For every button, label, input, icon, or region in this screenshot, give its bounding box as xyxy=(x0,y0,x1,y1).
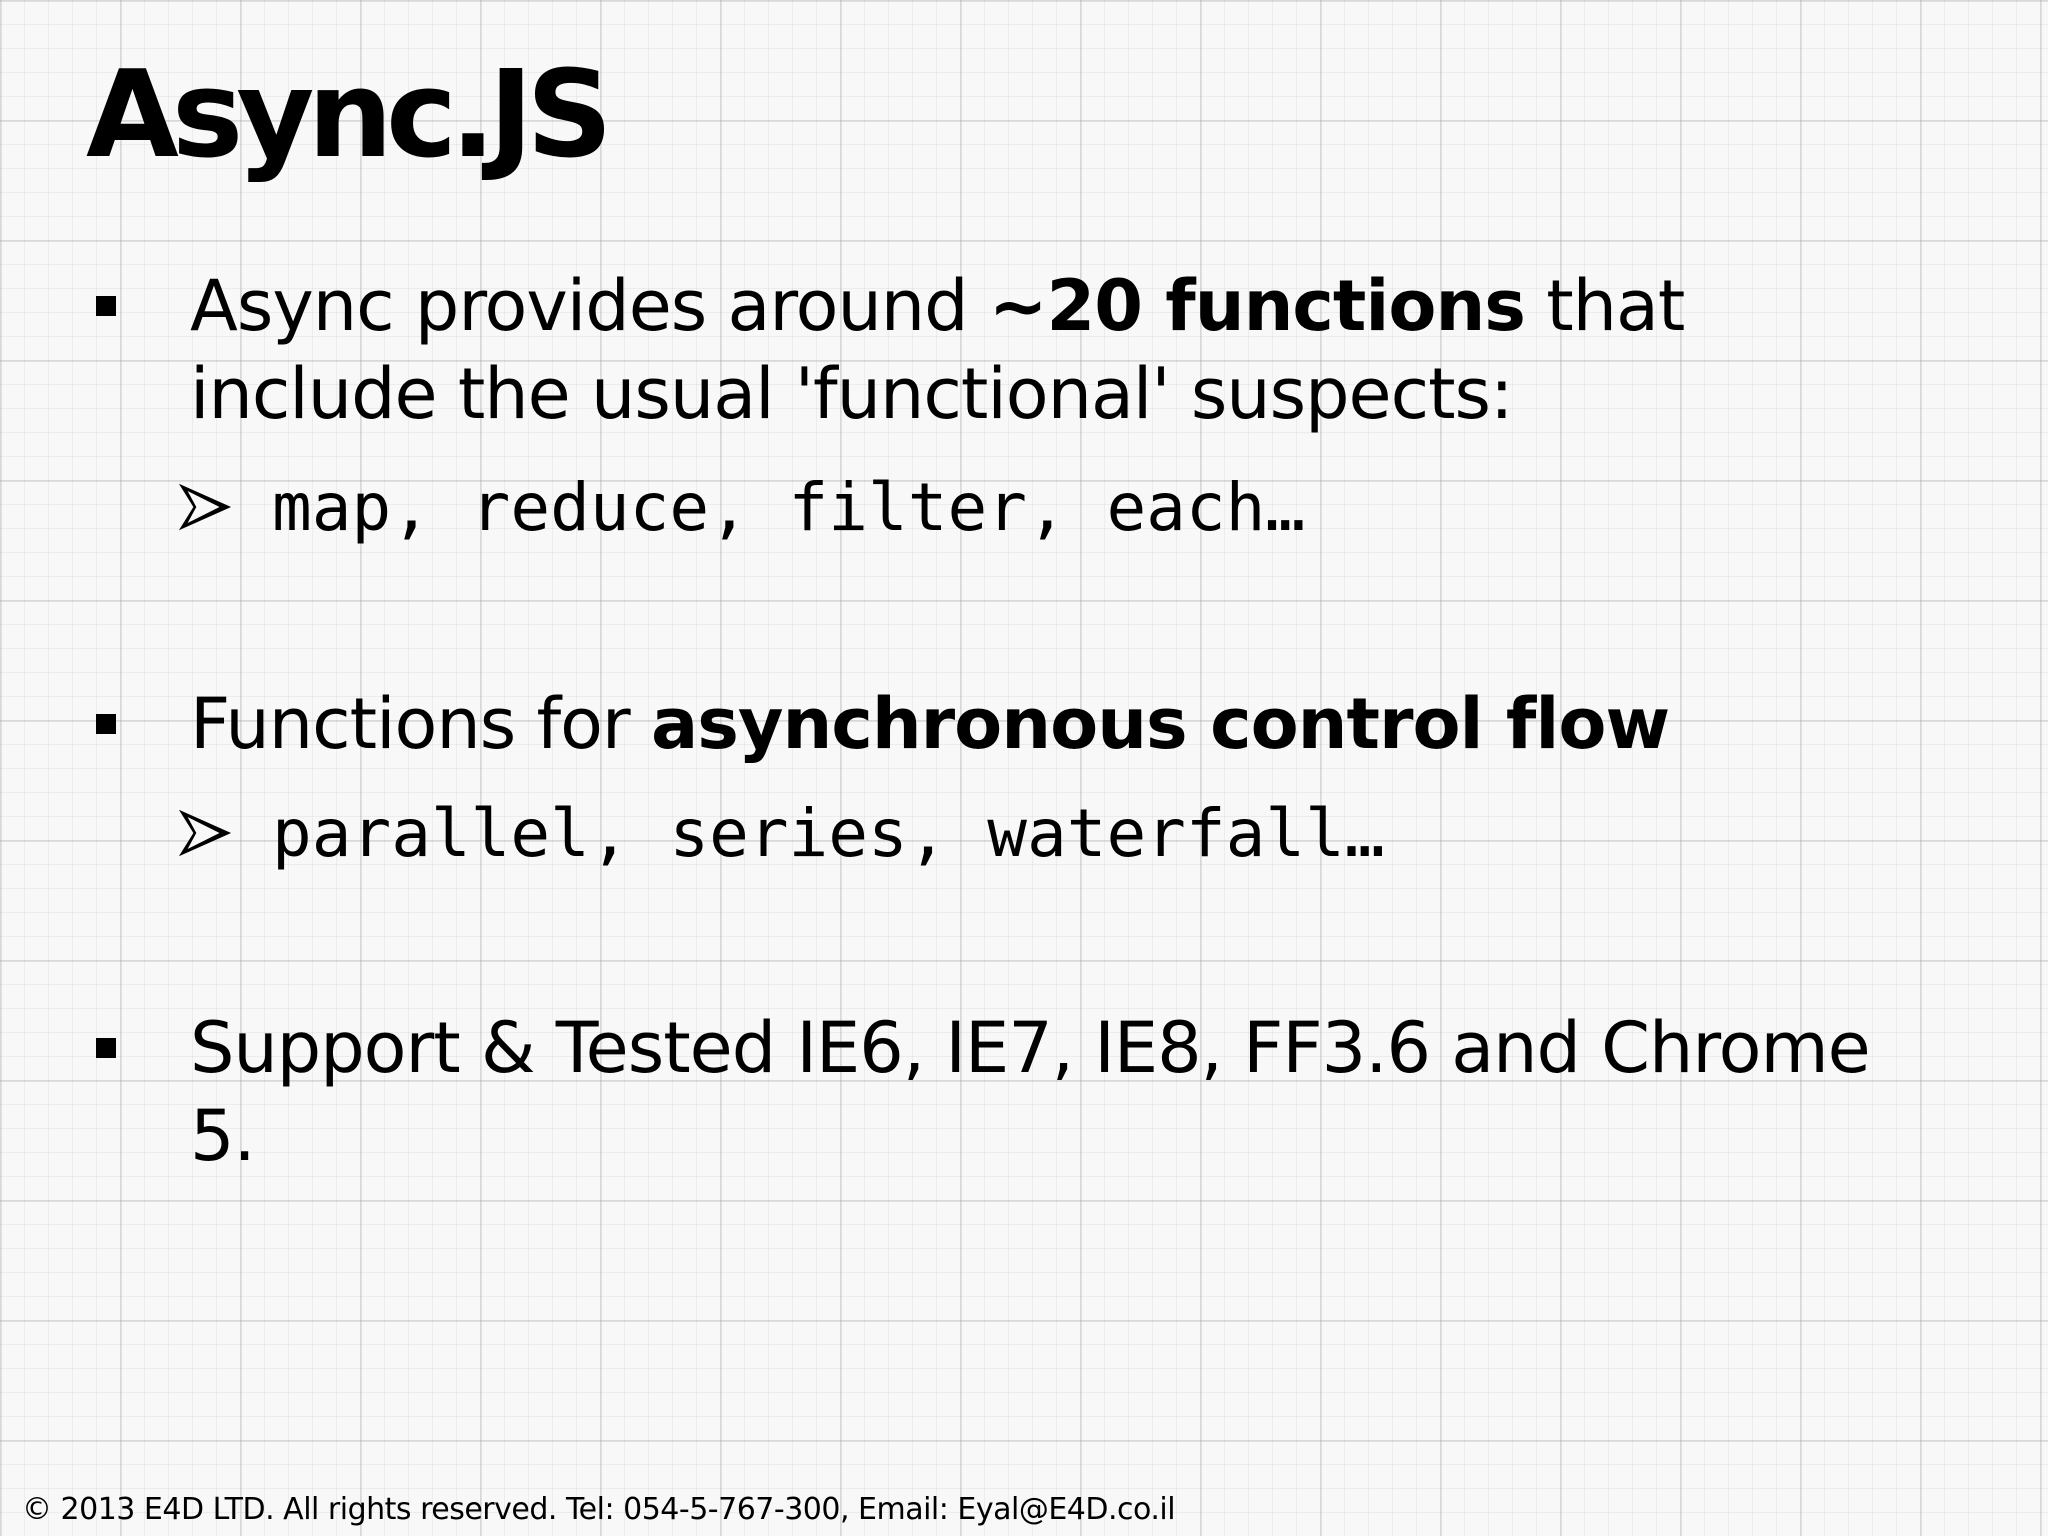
bullet-text-bold: ~20 functions xyxy=(988,265,1526,347)
bullet-text-bold: asynchronous control flow xyxy=(650,683,1670,765)
bullet-text-post: that include the usual 'functional' susp… xyxy=(190,265,1685,435)
bullet-text: Functions for asynchronous control flow xyxy=(190,680,1910,768)
square-bullet-icon xyxy=(96,714,116,734)
sub-bullet-code: parallel, series, waterfall… xyxy=(272,795,1385,872)
sub-bullet-code: map, reduce, filter, each… xyxy=(272,469,1306,546)
arrowhead-bullet-icon xyxy=(178,809,232,857)
footer-copyright: © 2013 E4D LTD. All rights reserved. Tel… xyxy=(22,1492,1176,1527)
slide-title: Async.JS xyxy=(86,46,613,185)
square-bullet-icon xyxy=(96,296,116,316)
bullet-text: Support & Tested IE6, IE7, IE8, FF3.6 an… xyxy=(190,1007,1871,1177)
bullet-text: Async provides around ~20 functions that… xyxy=(190,262,1910,438)
bullet-text-pre: Async provides around xyxy=(190,265,989,347)
bullet-text-pre: Functions for xyxy=(190,683,651,765)
arrowhead-bullet-icon xyxy=(178,483,232,531)
square-bullet-icon xyxy=(96,1038,116,1058)
